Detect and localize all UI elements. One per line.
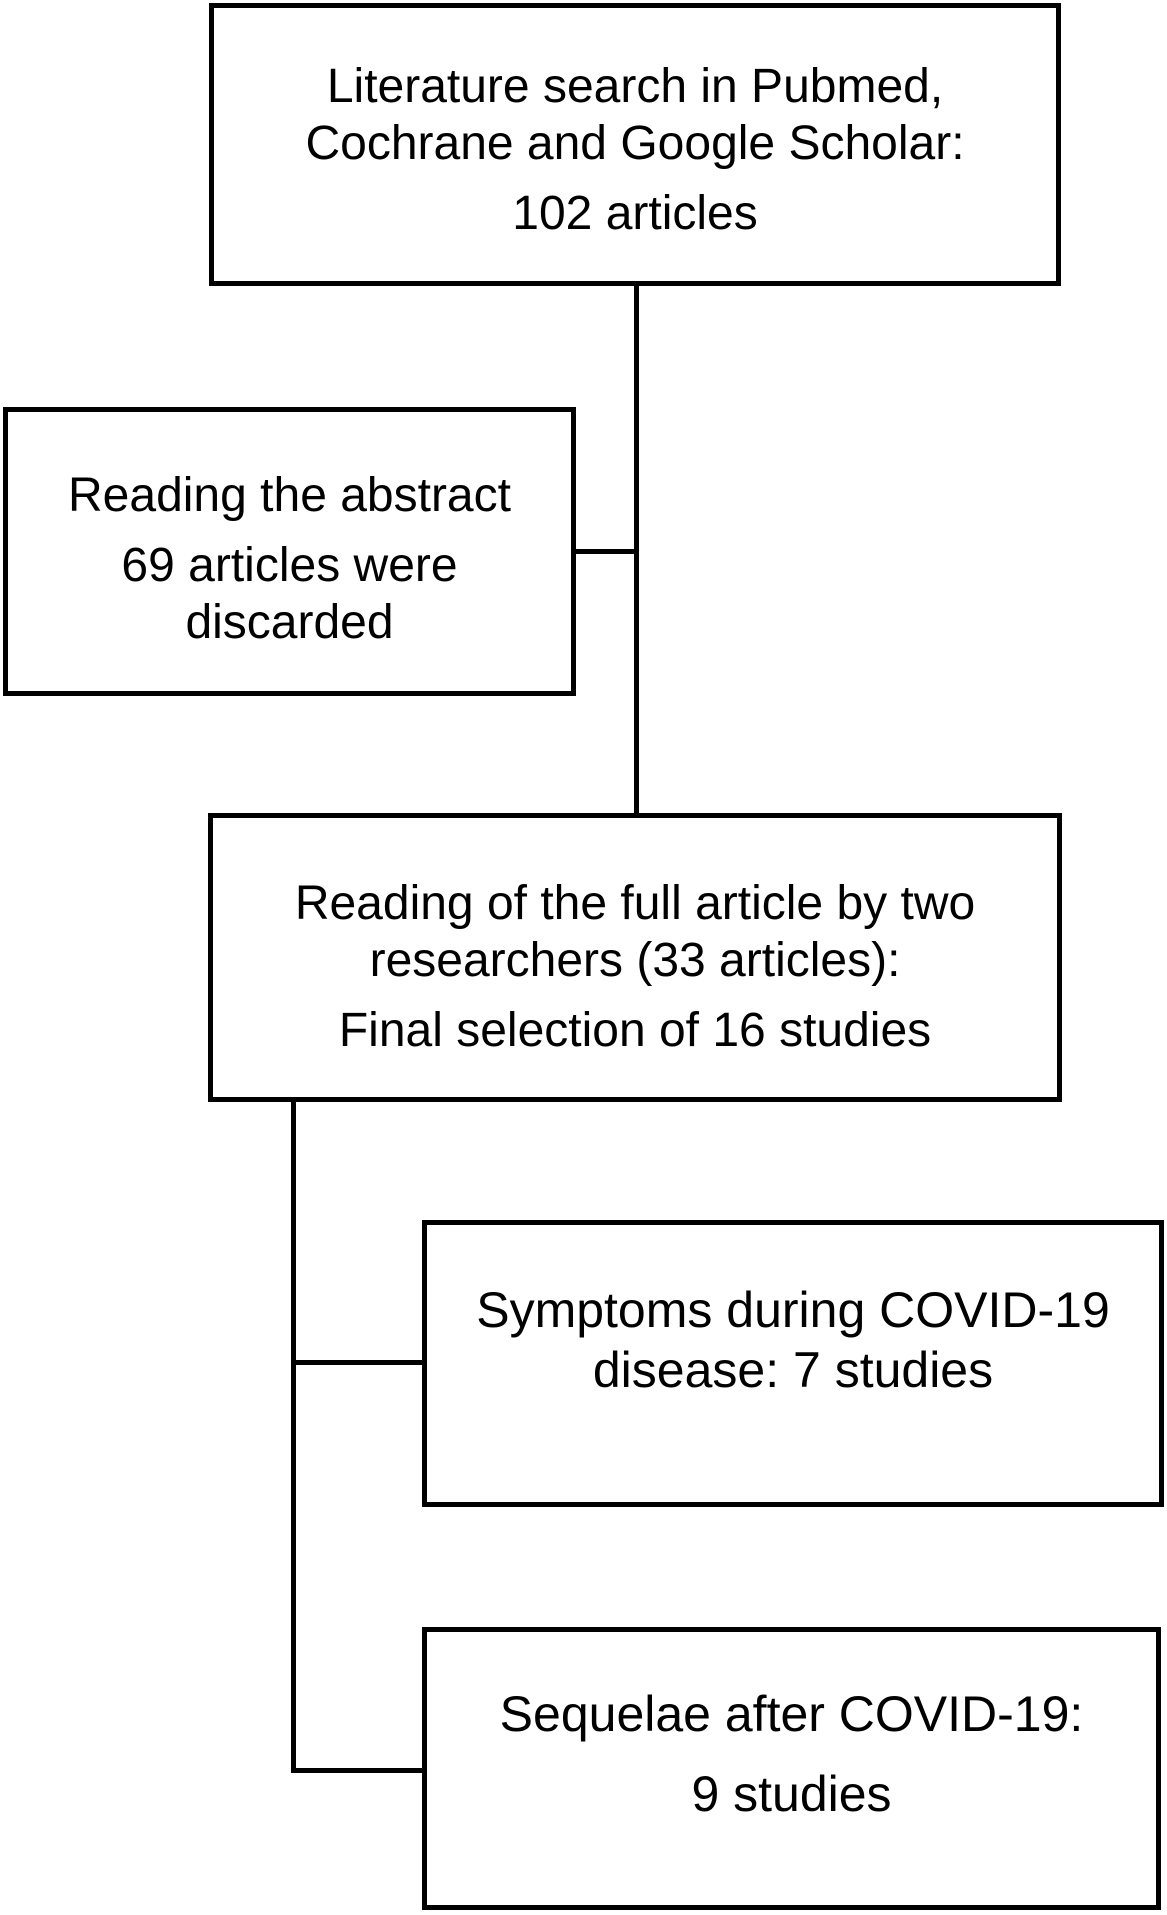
literature-search-count-line: 102 articles <box>512 187 758 240</box>
reading-abstract-discarded: 69 articles were discarded <box>8 537 571 651</box>
symptoms-line-2: disease: 7 studies <box>592 1342 994 1398</box>
box-reading-abstract: Reading the abstract 69 articles were di… <box>3 407 576 696</box>
literature-search-text: Literature search in Pubmed, Cochrane an… <box>214 58 1056 172</box>
connector-to-symptoms <box>296 1360 422 1365</box>
reading-abstract-title: Reading the abstract <box>8 467 571 524</box>
sequelae-line-1: Sequelae after COVID-19: <box>499 1686 1084 1742</box>
full-article-text: Reading of the full article by two resea… <box>213 875 1057 989</box>
literature-search-line-2: Cochrane and Google Scholar: <box>305 117 965 170</box>
box-sequelae-after-covid: Sequelae after COVID-19: 9 studies <box>422 1627 1161 1910</box>
literature-search-line-1: Literature search in Pubmed, <box>326 60 944 113</box>
box-literature-search: Literature search in Pubmed, Cochrane an… <box>209 3 1061 286</box>
box-symptoms-during-covid: Symptoms during COVID-19 disease: 7 stud… <box>422 1220 1164 1507</box>
literature-search-count: 102 articles <box>214 185 1056 242</box>
connector-fullarticle-branch-trunk <box>291 1102 296 1773</box>
connector-abstract-branch <box>576 549 634 554</box>
symptoms-text: Symptoms during COVID-19 disease: 7 stud… <box>427 1280 1159 1400</box>
connector-search-to-fullarticle <box>634 286 639 813</box>
connector-to-sequelae <box>296 1768 422 1773</box>
symptoms-line-1: Symptoms during COVID-19 <box>476 1282 1110 1338</box>
sequelae-line-2: 9 studies <box>691 1766 892 1822</box>
full-article-line-1: Reading of the full article by two <box>294 877 976 930</box>
sequelae-count: 9 studies <box>427 1764 1156 1824</box>
box-full-article-selection: Reading of the full article by two resea… <box>208 813 1062 1102</box>
reading-abstract-line-2: 69 articles were <box>121 539 458 592</box>
full-article-line-3: Final selection of 16 studies <box>338 1004 932 1057</box>
reading-abstract-line-3: discarded <box>185 596 394 649</box>
full-article-line-2: researchers (33 articles): <box>369 934 901 987</box>
full-article-final-selection: Final selection of 16 studies <box>213 1002 1057 1059</box>
sequelae-text: Sequelae after COVID-19: <box>427 1684 1156 1744</box>
reading-abstract-line-1: Reading the abstract <box>68 469 511 522</box>
